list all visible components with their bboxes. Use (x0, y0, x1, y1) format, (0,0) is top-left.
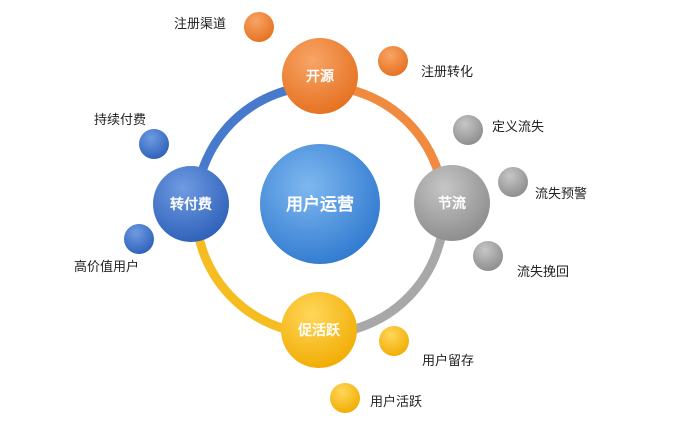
sub-label-retain-recall: 流失挽回 (517, 265, 569, 280)
satellite-dot-activate-retention (379, 326, 409, 356)
sub-label-retain-define: 定义流失 (492, 120, 544, 135)
satellite-dot-monetize-high-value (124, 224, 154, 254)
center-label: 用户运营 (286, 194, 354, 215)
sub-label-acquire-conversion: 注册转化 (421, 65, 473, 80)
center-node: 用户运营 (260, 144, 380, 264)
sub-label-retain-warning: 流失预警 (535, 186, 587, 202)
satellite-dot-activate-active (330, 383, 360, 413)
stage-label-activate: 促活跃 (297, 322, 341, 339)
satellite-dot-acquire-conversion (378, 46, 408, 76)
satellite-dot-acquire-channel (244, 12, 274, 42)
stage-node-retain: 节流 (414, 165, 490, 241)
satellite-dot-retain-warning (498, 167, 528, 197)
stage-label-acquire: 开源 (306, 68, 334, 85)
satellite-dot-monetize-continue (139, 129, 169, 159)
stage-label-retain: 节流 (438, 195, 466, 212)
sub-label-acquire-channel: 注册渠道 (174, 17, 226, 32)
stage-node-acquire: 开源 (282, 38, 358, 114)
satellite-dot-retain-recall (473, 241, 503, 271)
satellite-dot-retain-define (453, 115, 483, 145)
sub-label-activate-retention: 用户留存 (422, 353, 474, 369)
stage-label-monetize: 转付费 (170, 196, 212, 213)
stage-node-activate: 促活跃 (281, 292, 357, 368)
sub-label-monetize-continue: 持续付费 (94, 113, 146, 128)
sub-label-activate-active: 用户活跃 (370, 394, 422, 410)
stage-node-monetize: 转付费 (153, 166, 229, 242)
sub-label-monetize-high-value: 高价值用户 (74, 259, 139, 275)
